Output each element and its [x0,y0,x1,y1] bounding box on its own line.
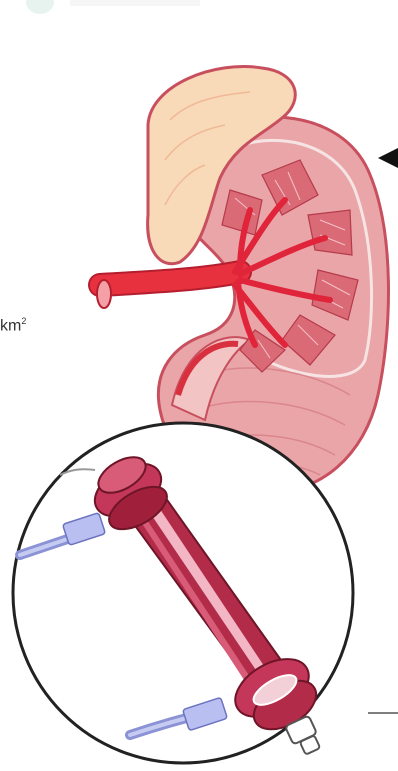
faint-bar [70,0,200,6]
dialyzer-cartridge-icon [13,423,353,763]
faint-shape [26,0,54,14]
pointer-arrow-icon [378,148,398,168]
